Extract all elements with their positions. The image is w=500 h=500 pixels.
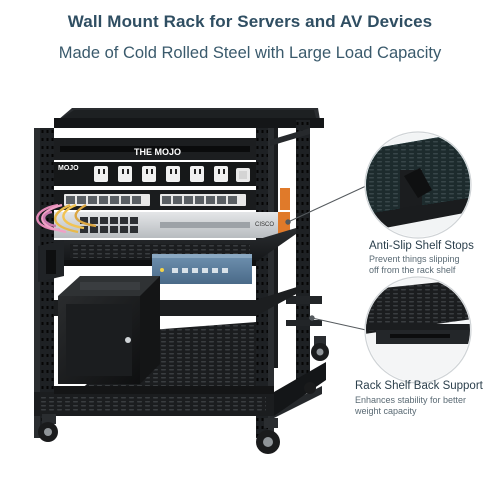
network-switch: CISCO	[54, 188, 290, 238]
page-subtitle: Made of Cold Rolled Steel with Large Loa…	[58, 44, 442, 62]
callout-circle-anti-slip	[364, 131, 472, 239]
callout-desc-line: off from the rack shelf	[369, 265, 456, 275]
callout-desc-line: Prevent things slipping	[369, 254, 460, 264]
callout-circle-back-support	[364, 276, 472, 384]
callout-title-back-support: Rack Shelf Back Support	[355, 380, 483, 392]
patch-cables	[36, 203, 97, 234]
caster-wheels	[38, 336, 329, 454]
page-title: Wall Mount Rack for Servers and AV Devic…	[67, 12, 433, 31]
brush-panel: THE MOJO	[54, 138, 256, 160]
callout-desc-back-support: Enhances stability for better weight cap…	[355, 395, 485, 417]
callout-title-anti-slip: Anti-Slip Shelf Stops	[369, 240, 474, 252]
pc-tower	[58, 276, 160, 384]
rack-brand-top: THE MOJO	[134, 147, 181, 157]
switch-brand-label: CISCO	[255, 222, 274, 228]
patch-panel	[54, 190, 256, 210]
callout-pointer-lines	[285, 185, 367, 331]
callout-desc-line: Enhances stability for better	[355, 395, 467, 405]
callout-desc-line: weight capacity	[355, 406, 417, 416]
cisco-device	[152, 254, 252, 284]
power-strip: MOJO	[54, 162, 256, 186]
callout-desc-anti-slip: Prevent things slipping off from the rac…	[369, 254, 489, 276]
rack-brand-side: MOJO	[58, 165, 79, 172]
